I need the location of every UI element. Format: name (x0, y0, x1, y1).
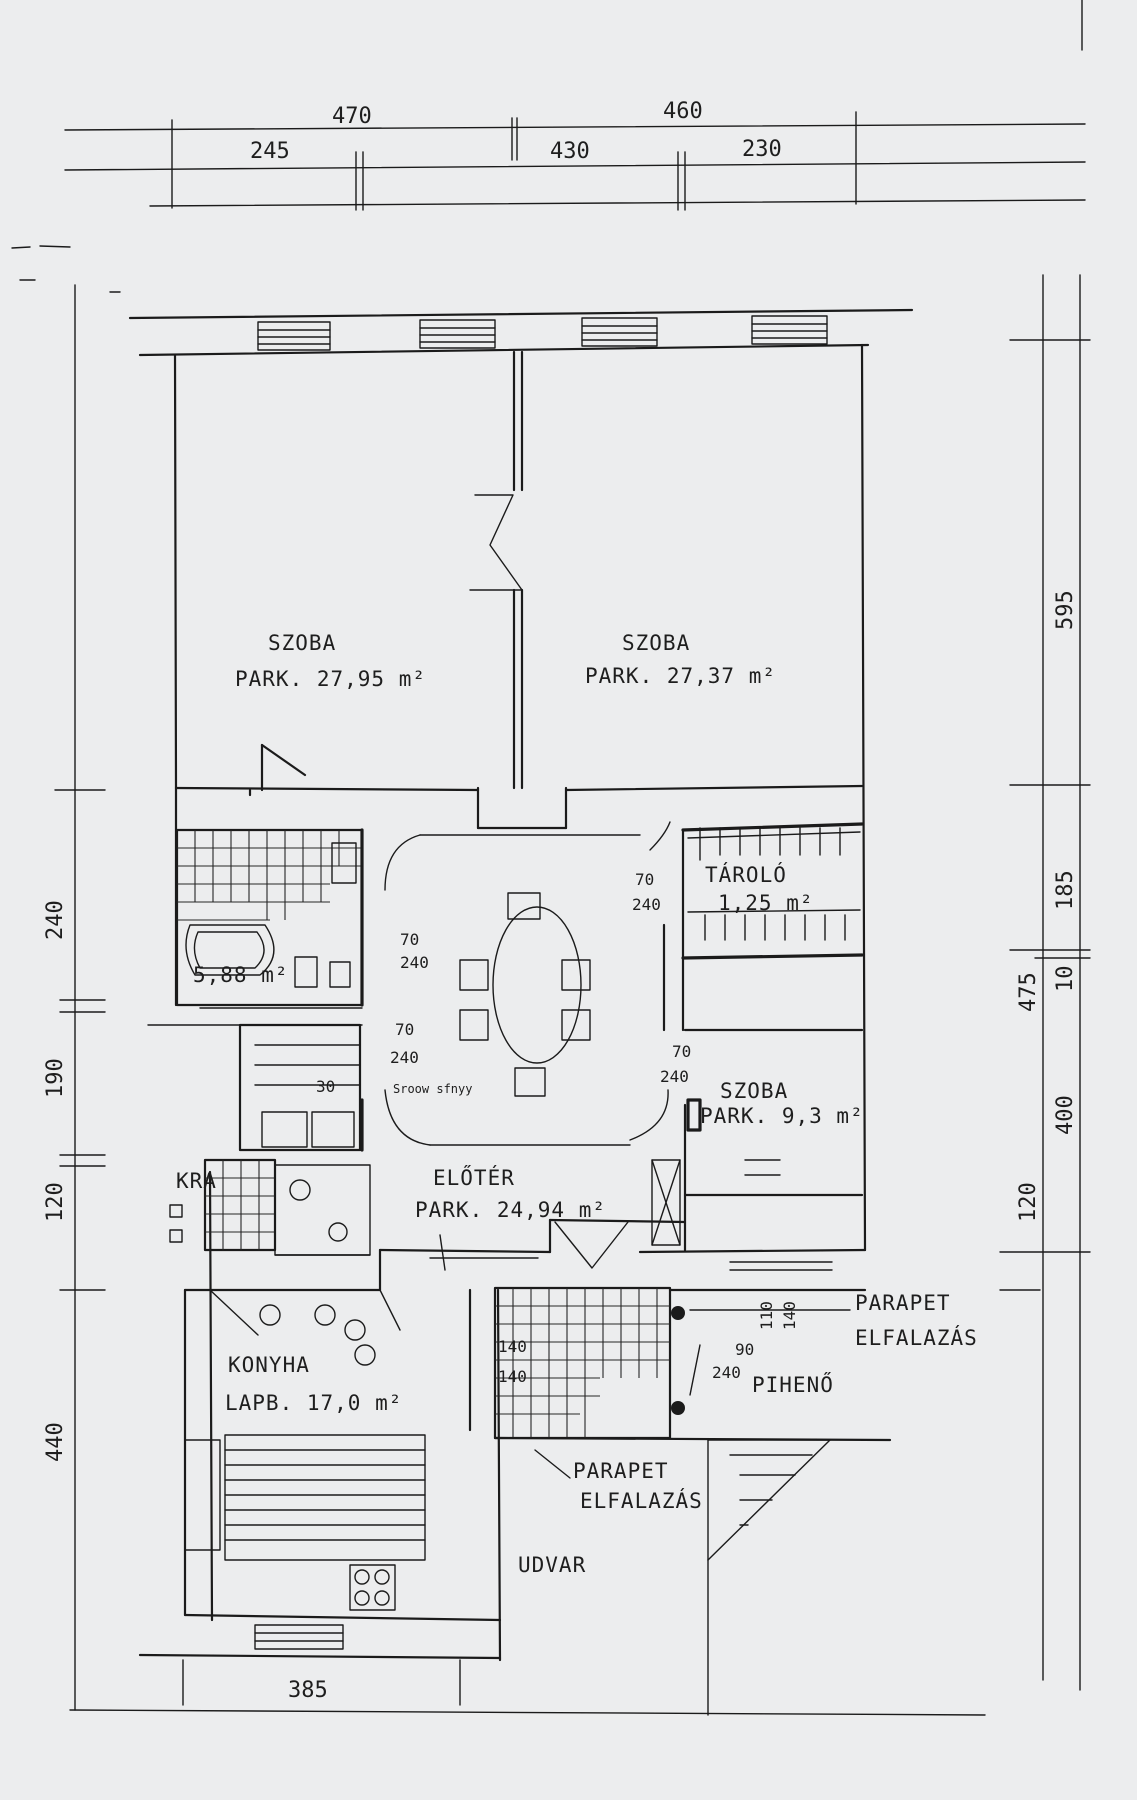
szoba2-area: PARK. 27,37 m² (585, 664, 776, 688)
stair-door3-a: 140 (498, 1337, 527, 1356)
wc-block (169, 1158, 371, 1256)
parapet1-line2: ELFALAZÁS (855, 1325, 978, 1350)
right-dimension-lines (999, 274, 1091, 1691)
konyha-area: LAPB. 17,0 m² (225, 1391, 402, 1415)
stair-landing (493, 1286, 892, 1442)
udvar-label: UDVAR (518, 1553, 586, 1577)
dim-10: 10 (1053, 966, 1078, 993)
big-rooms-bottom-wall (174, 743, 864, 830)
hall-lower-walls (378, 1218, 867, 1292)
scan-marks (11, 245, 121, 293)
stair-door2-b: 240 (712, 1363, 741, 1382)
szoba1-area: PARK. 27,95 m² (235, 667, 426, 691)
stair-door3-b: 140 (498, 1367, 527, 1386)
eloter-area: PARK. 24,94 m² (415, 1198, 606, 1222)
szoba2-name: SZOBA (622, 631, 690, 655)
stair-door1-a: 110 (757, 1301, 776, 1330)
window-symbols (254, 315, 828, 1650)
top-dimension-lines (64, 0, 1086, 211)
tarolo-door-w: 70 (635, 870, 654, 889)
dim-245: 245 (250, 139, 290, 164)
dining-table (459, 892, 591, 1097)
bath-door-h: 240 (400, 953, 429, 972)
stove-note: Sroow sfnyy (393, 1082, 472, 1096)
folding-door-partition (469, 350, 524, 790)
dim-460: 460 (663, 99, 703, 124)
dim-385: 385 (288, 1678, 328, 1703)
tarolo-area: 1,25 m² (718, 891, 814, 915)
piheno-label: PIHENŐ (752, 1372, 834, 1397)
dim-470: 470 (332, 104, 372, 129)
dim-190: 190 (43, 1058, 68, 1098)
dim-120: 120 (1016, 1182, 1041, 1222)
dim-185: 185 (1053, 870, 1078, 910)
szoba3-door-h: 240 (660, 1067, 689, 1086)
dim-430: 430 (550, 139, 590, 164)
hall-arcs (384, 821, 671, 1146)
storage-room (662, 822, 864, 1032)
parapet1-line1: PARAPET (855, 1291, 951, 1315)
dim-230: 230 (742, 137, 782, 162)
dim-475: 475 (1016, 972, 1041, 1012)
szoba1-name: SZOBA (268, 631, 336, 655)
hall-door-h: 240 (390, 1048, 419, 1067)
dim-240: 240 (43, 900, 68, 940)
szoba3-area: PARK. 9,3 m² (700, 1104, 864, 1128)
kra-label: KRA (176, 1169, 217, 1193)
exterior-stair (707, 1439, 831, 1716)
szoba3-door-w: 70 (672, 1042, 691, 1061)
tarolo-door-h: 240 (632, 895, 661, 914)
left-dimension-lines (19, 279, 986, 1716)
parapet2-leader (534, 1449, 571, 1479)
dim-440: 440 (43, 1422, 68, 1462)
dim-120-left: 120 (43, 1182, 68, 1222)
szoba3-name: SZOBA (720, 1079, 788, 1103)
dim-595: 595 (1053, 590, 1078, 630)
small-room-walls (651, 1028, 864, 1271)
bath-area: 5,88 m² (193, 963, 289, 987)
small-30: 30 (316, 1077, 335, 1096)
bathroom-tiles (175, 828, 364, 1009)
kitchen (183, 1288, 472, 1611)
corridor-block (147, 1023, 364, 1152)
dim-400: 400 (1053, 1095, 1078, 1135)
bath-door-w: 70 (400, 930, 419, 949)
tarolo-name: TÁROLÓ (705, 862, 787, 887)
hall-door-w: 70 (395, 1020, 414, 1039)
parapet2-line1: PARAPET (573, 1459, 669, 1483)
konyha-name: KONYHA (228, 1353, 310, 1377)
stair-door1-b: 140 (780, 1301, 799, 1330)
eloter-name: ELŐTÉR (433, 1165, 515, 1190)
parapet2-line2: ELFALAZÁS (580, 1488, 703, 1513)
stair-door2-a: 90 (735, 1340, 754, 1359)
